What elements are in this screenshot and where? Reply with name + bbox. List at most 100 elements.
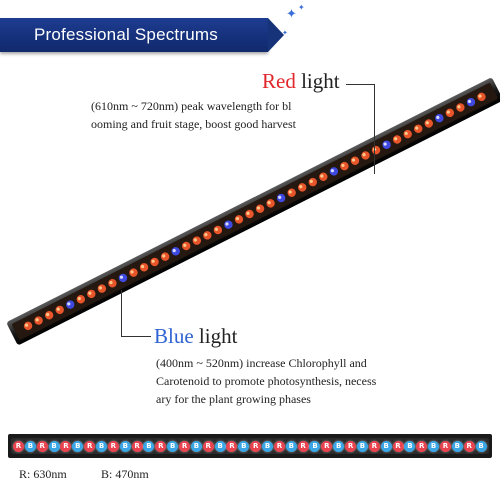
- led-highlight: [67, 302, 71, 306]
- red-led-dot: R: [131, 440, 143, 452]
- blue-led-dot: B: [356, 440, 368, 452]
- led-highlight: [478, 94, 482, 98]
- red-led-dot: R: [155, 440, 167, 452]
- red-led-dot: R: [321, 440, 333, 452]
- red-led-dot: R: [107, 440, 119, 452]
- led-highlight: [341, 163, 345, 167]
- blue-led-dot: B: [404, 440, 416, 452]
- red-leader-line: [374, 84, 375, 174]
- blue-led-dot: B: [24, 440, 36, 452]
- led-highlight: [225, 222, 229, 226]
- blue-led-dot: B: [214, 440, 226, 452]
- led-highlight: [119, 275, 124, 279]
- red-led-dot: R: [202, 440, 214, 452]
- led-highlight: [46, 312, 50, 317]
- red-led-dot: R: [463, 440, 475, 452]
- sparkle-icon: ✦: [298, 3, 305, 12]
- blue-led-dot: B: [333, 440, 345, 452]
- header-banner: Professional Spectrums: [0, 18, 284, 52]
- red-light-word: light: [295, 69, 340, 93]
- led-highlight: [415, 126, 419, 130]
- blue-led-dot: B: [428, 440, 440, 452]
- blue-led-dot: B: [380, 440, 392, 452]
- description-line: (400nm ~ 520nm) increase Chlorophyll and: [156, 356, 367, 370]
- led-highlight: [193, 238, 197, 242]
- blue-led-dot: B: [167, 440, 179, 452]
- blue-led-dot: B: [143, 440, 155, 452]
- led-highlight: [88, 291, 92, 295]
- banner-title: Professional Spectrums: [34, 25, 218, 44]
- sparkle-icon: ✦: [286, 7, 297, 22]
- led-highlight: [288, 190, 292, 194]
- led-highlight: [394, 137, 398, 141]
- blue-led-dot: B: [475, 440, 487, 452]
- led-highlight: [172, 249, 176, 253]
- red-led-dot: R: [250, 440, 262, 452]
- red-light-heading: Red light: [262, 69, 340, 93]
- led-highlight: [436, 115, 440, 120]
- led-highlight: [24, 323, 29, 327]
- led-highlight: [446, 110, 450, 114]
- blue-led-dot: B: [72, 440, 84, 452]
- blue-led-dot: B: [451, 440, 463, 452]
- red-leader-line: [346, 84, 374, 85]
- red-led-dot: R: [36, 440, 48, 452]
- led-highlight: [109, 280, 113, 285]
- led-highlight: [183, 243, 187, 247]
- led-highlight: [56, 307, 60, 311]
- blue-led-dot: B: [238, 440, 250, 452]
- red-led-dot: R: [368, 440, 380, 452]
- red-wavelength-key: R: 630nm: [19, 467, 67, 481]
- led-highlight: [256, 206, 261, 210]
- led-highlight: [320, 174, 324, 178]
- red-led-dot: R: [179, 440, 191, 452]
- sparkle-icon: ✦: [282, 29, 288, 37]
- blue-led-dot: B: [96, 440, 108, 452]
- blue-word: Blue: [154, 324, 194, 348]
- red-led-dot: R: [416, 440, 428, 452]
- description-line: (610nm ~ 720nm) peak wavelength for bl: [91, 99, 292, 113]
- blue-leader-line: [121, 290, 122, 336]
- led-highlight: [267, 201, 271, 205]
- red-led-dot: R: [13, 440, 24, 452]
- led-highlight: [130, 270, 134, 274]
- led-highlight: [204, 233, 208, 237]
- blue-led-dot: B: [285, 440, 297, 452]
- blue-leader-line: [121, 336, 151, 337]
- blue-led-dot: B: [119, 440, 131, 452]
- red-led-dot: R: [226, 440, 238, 452]
- led-highlight: [330, 169, 334, 173]
- led-highlight: [404, 131, 408, 136]
- blue-light-description: (400nm ~ 520nm) increase Chlorophyll and…: [156, 354, 376, 408]
- blue-light-word: light: [193, 324, 238, 348]
- led-highlight: [77, 296, 81, 301]
- led-highlight: [151, 259, 155, 263]
- led-highlight: [467, 99, 472, 104]
- led-highlight: [383, 142, 387, 146]
- led-highlight: [425, 121, 429, 125]
- led-highlight: [278, 195, 282, 199]
- blue-led-dot: B: [309, 440, 321, 452]
- led-highlight: [457, 105, 461, 109]
- led-highlight: [351, 158, 356, 162]
- red-led-dot: R: [273, 440, 285, 452]
- led-highlight: [140, 264, 145, 269]
- led-highlight: [362, 153, 366, 157]
- blue-light-heading: Blue light: [154, 324, 237, 348]
- led-highlight: [246, 211, 250, 215]
- blue-led-dot: B: [262, 440, 274, 452]
- red-led-dot: R: [297, 440, 309, 452]
- red-led-dot: R: [60, 440, 72, 452]
- led-highlight: [309, 179, 313, 183]
- red-led-dot: R: [345, 440, 357, 452]
- description-line: ary for the plant growing phases: [156, 392, 311, 406]
- led-highlight: [98, 286, 103, 290]
- led-highlight: [35, 318, 39, 322]
- led-highlight: [214, 227, 218, 231]
- description-line: Carotenoid to promote photosynthesis, ne…: [156, 374, 377, 388]
- blue-wavelength-key: B: 470nm: [101, 467, 149, 481]
- red-word: Red: [262, 69, 296, 93]
- description-line: ooming and fruit stage, boost good harve…: [91, 117, 296, 131]
